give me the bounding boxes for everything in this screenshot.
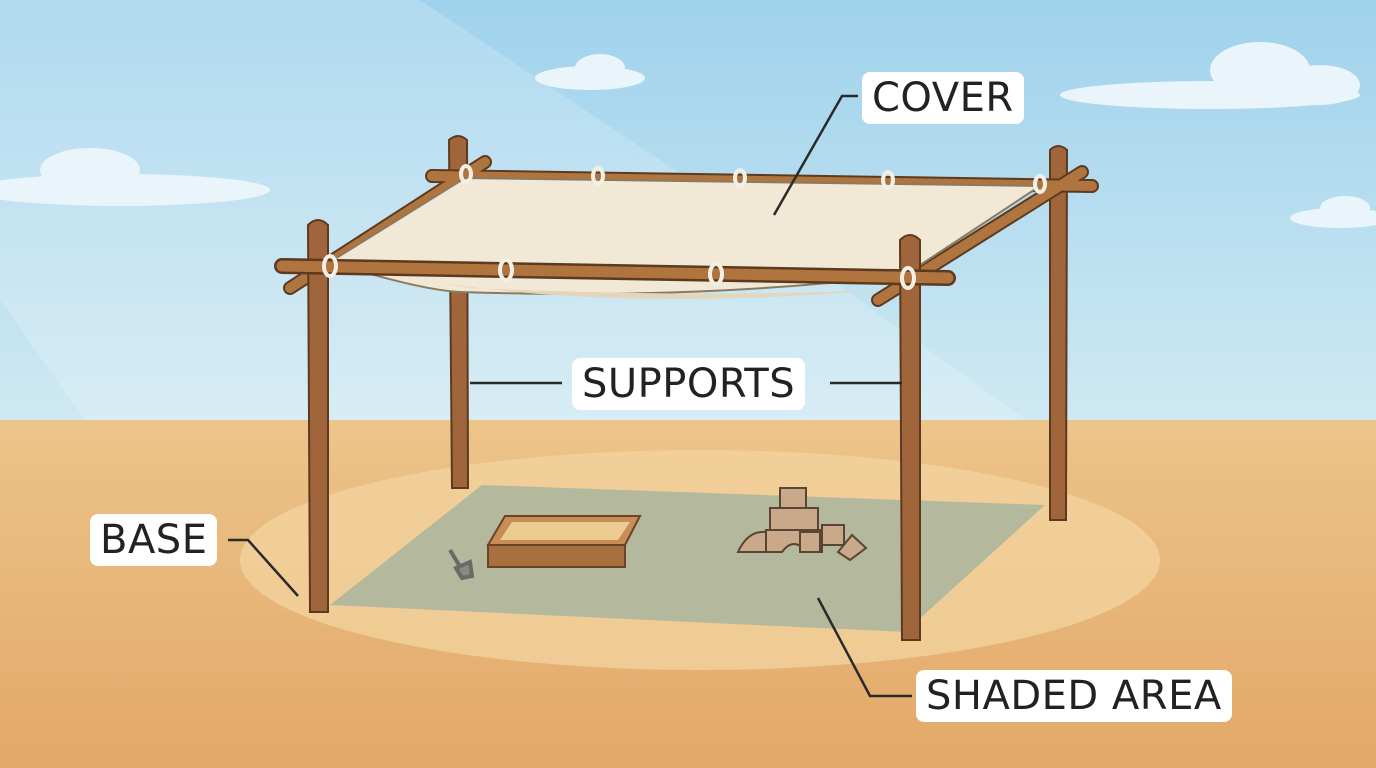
base-label: BASE	[90, 514, 218, 566]
shaded-area-label: SHADED AREA	[916, 670, 1232, 722]
front-posts	[306, 219, 921, 641]
clouds	[0, 42, 1376, 228]
front-beam-fill	[276, 260, 954, 284]
shaded-area-leader	[816, 597, 912, 698]
shovel-icon	[448, 548, 475, 581]
cover-leader	[772, 94, 858, 216]
toy-blocks	[736, 487, 868, 562]
sandbox	[486, 515, 642, 568]
leader-lines	[228, 94, 912, 698]
base-leader	[228, 538, 299, 597]
cover-underside	[420, 280, 880, 299]
supports-label: SUPPORTS	[572, 358, 806, 410]
rope-ties	[322, 164, 1047, 290]
cover-label: COVER	[862, 72, 1024, 124]
